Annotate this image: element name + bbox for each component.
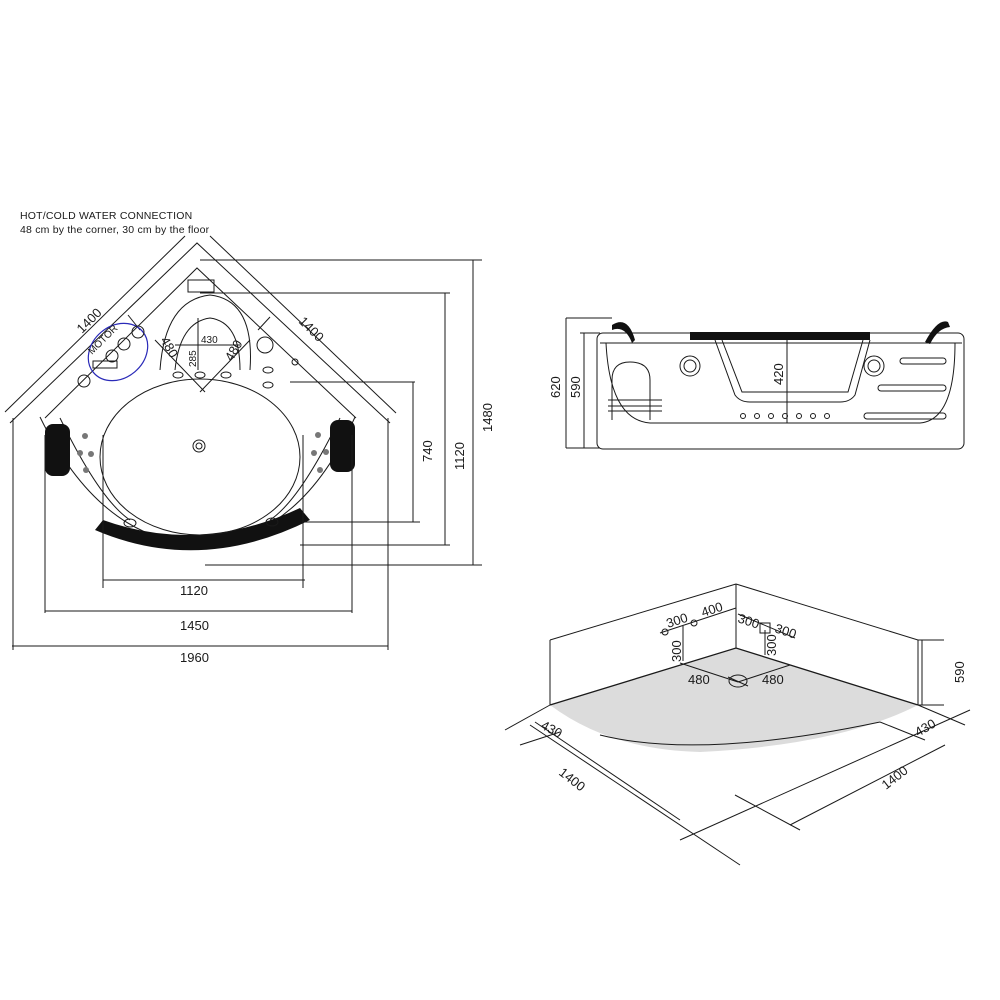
drain	[728, 674, 748, 688]
top-view: MOTOR 1400 1400 430 285 480 480 740 1120…	[4, 235, 495, 665]
front-panel-black	[95, 508, 310, 551]
dim-outer-width: 1960	[180, 650, 209, 665]
dim-pipe-height-left: 300	[669, 640, 684, 662]
dim-side-a: 1400	[74, 305, 105, 336]
dim-right-offset: 300	[736, 611, 761, 632]
headrest-right	[330, 420, 355, 472]
dim-mid-depth: 1120	[452, 442, 467, 470]
top-black-band	[690, 332, 870, 340]
dim-overall-height: 620	[548, 376, 563, 398]
dim-pipe-spacing: 400	[699, 599, 724, 620]
dim-side-left: 1400	[556, 765, 588, 795]
motor-highlight	[87, 322, 149, 382]
floor-area	[550, 648, 918, 752]
dim-inner-depth: 740	[420, 440, 435, 462]
handle-left	[612, 322, 635, 343]
side-view: 620 590 420	[548, 317, 965, 450]
dim-pipe-offset: 300	[664, 610, 689, 631]
dim-right-offset-b: 300	[773, 621, 798, 642]
note-detail: 48 cm by the corner, 30 cm by the floor	[20, 224, 210, 236]
note-title: HOT/COLD WATER CONNECTION	[20, 210, 193, 222]
dim-mid-width: 1450	[180, 618, 209, 633]
basin	[99, 378, 301, 536]
dim-outer-depth: 1480	[480, 403, 495, 432]
dim-seat-width: 430	[201, 335, 218, 346]
dim-body-height: 590	[568, 376, 583, 398]
dim-inner-width: 1120	[180, 583, 208, 598]
dim-seat-depth: 285	[188, 350, 199, 367]
water-connection-note: HOT/COLD WATER CONNECTION 48 cm by the c…	[20, 209, 209, 237]
dim-side-right: 1400	[879, 763, 911, 793]
dim-inner-depth-side: 420	[771, 363, 786, 385]
headrest-left	[45, 424, 70, 476]
dim-pipe-height-right: 300	[764, 634, 779, 656]
rim-outer	[9, 242, 391, 424]
dim-diag-right: 480	[222, 337, 246, 363]
iso-view: 300 400 300 300 300 300 480 480 590 430 …	[504, 583, 971, 866]
handle-right	[925, 321, 950, 344]
dim-drain-left: 480	[688, 672, 710, 687]
dim-drain-right: 480	[762, 672, 784, 687]
dim-wall-height: 590	[952, 661, 967, 683]
